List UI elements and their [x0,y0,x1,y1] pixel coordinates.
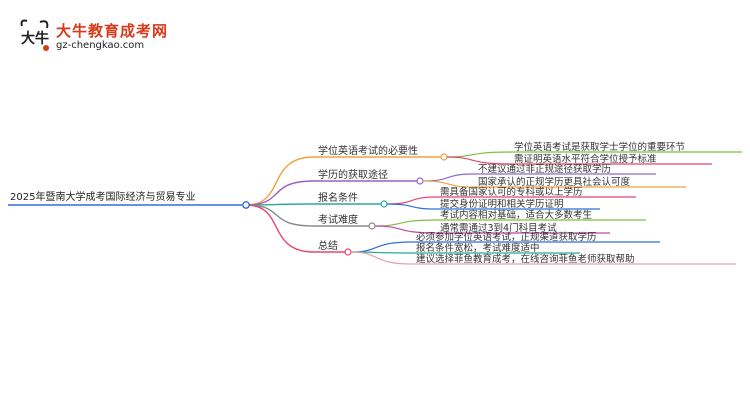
leaf-connector [386,196,437,205]
branch-node[interactable] [368,222,376,230]
branch-label: 学位英语考试的必要性 [318,144,418,157]
leaf-label: 考试内容相对基础，适合大多数考生 [440,209,593,221]
branch-node[interactable] [416,177,424,185]
leaf-label: 必须参加学位英语考试，正规渠道获取学历 [416,231,597,243]
bull-logo-icon: 大牛 [20,19,49,51]
branch-connector [245,156,315,206]
branch-label: 报名条件 [318,191,358,204]
leaf-connector [350,251,413,265]
branch-label: 总结 [318,239,338,252]
root-topic: 2025年暨南大学成考国际经济与贸易专业 [10,190,195,203]
branch-connector [245,180,315,206]
leaf-label: 国家承认的正规学历更具社会认可度 [478,176,631,188]
branch-label: 学历的获取途径 [318,168,388,181]
leaf-label: 学位英语考试是获取学士学位的重要环节 [514,141,685,153]
root-node[interactable] [242,201,250,209]
leaf-connector [446,156,511,165]
branch-node[interactable] [380,200,388,208]
leaf-connector [446,151,511,158]
leaf-connector [374,219,437,227]
logo-mark-text: 大牛 [21,30,49,47]
leaf-connector [422,173,475,182]
leaf-label: 建议选择菲鱼教育成考，在线咨询菲鱼老师获取帮助 [416,253,635,265]
leaf-label: 不建议通过非正规途径获取学历 [478,163,611,175]
leaf-label: 提交身份证明和相关学历证明 [440,198,564,210]
branch-node[interactable] [344,248,352,256]
branch-label: 考试难度 [318,213,358,226]
leaf-label: 通常需通过3到4门科目考试 [440,222,557,234]
branch-node[interactable] [440,153,448,161]
logo-url: gz-chengkao.com [56,40,145,51]
leaf-connector [374,225,437,234]
leaf-label: 需证明英语水平符合学位授予标准 [514,153,657,165]
logo-title: 大牛教育成考网 [56,22,169,40]
leaf-label: 报名条件宽松，考试难度适中 [416,242,540,254]
leaf-connector [350,241,413,253]
site-logo[interactable]: 大牛 大牛教育成考网 gz-chengkao.com [16,16,236,56]
leaf-connector [386,203,437,210]
branch-connector [245,204,315,227]
leaf-label: 需具备国家认可的专科或以上学历 [440,186,583,198]
branch-connector [245,204,315,253]
leaf-connector [422,180,475,188]
